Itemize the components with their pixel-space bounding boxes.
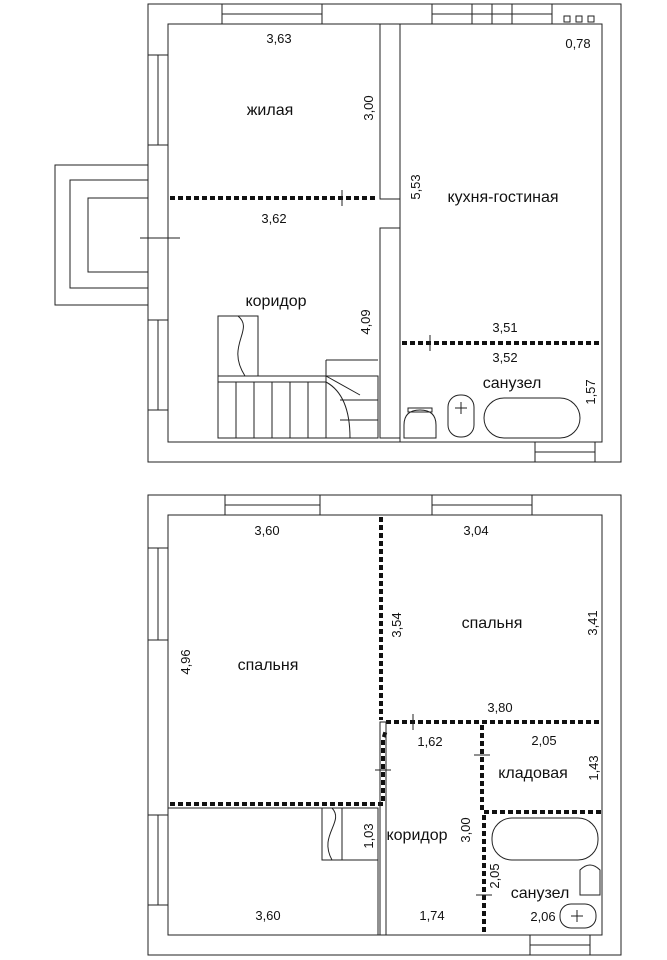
vent-icon <box>587 15 595 23</box>
room-label-kitchen: кухня-гостиная <box>447 189 558 206</box>
floor1-bathtub <box>483 397 581 439</box>
dim-label: 3,00 <box>361 95 376 120</box>
dim-label: 3,54 <box>389 612 404 637</box>
room-label-corridor: коридор <box>386 827 447 844</box>
dim-label: 3,80 <box>487 700 512 715</box>
dim-label: 5,53 <box>408 174 423 199</box>
room-label-corridor: коридор <box>245 293 306 310</box>
dim-label: 4,96 <box>178 649 193 674</box>
dim-label: 3,60 <box>254 523 279 538</box>
dim-label: 3,04 <box>463 523 488 538</box>
floor1-sink <box>447 394 475 438</box>
dim-label: 3,51 <box>492 320 517 335</box>
floor1-outer-wall <box>147 3 622 463</box>
dim-label: 1,03 <box>361 823 376 848</box>
dim-label: 1,74 <box>419 908 444 923</box>
dim-label: 3,00 <box>458 817 473 842</box>
dim-label: 3,60 <box>255 908 280 923</box>
vent-icon <box>575 15 583 23</box>
floor2-partition <box>379 721 387 936</box>
dim-label: 0,78 <box>565 36 590 51</box>
floor2-sink <box>559 903 597 929</box>
floor-2: спальня спальня кладовая коридор санузел… <box>147 494 622 956</box>
stair-opening <box>321 807 379 861</box>
room-label-bathroom: санузел <box>511 885 570 902</box>
room-label-bedroom-left: спальня <box>238 657 299 674</box>
room-label-bedroom-right: спальня <box>462 615 523 632</box>
dim-label: 3,62 <box>261 211 286 226</box>
dim-label: 2,05 <box>487 863 502 888</box>
dim-label: 2,06 <box>530 909 555 924</box>
dim-label: 3,41 <box>585 610 600 635</box>
dim-label: 1,43 <box>586 755 601 780</box>
floor2-outer-wall <box>147 494 622 956</box>
dim-label: 3,52 <box>492 350 517 365</box>
floor2-bathtub <box>491 817 599 861</box>
dim-label: 3,63 <box>266 31 291 46</box>
entrance-porch <box>54 164 180 306</box>
floor1-toilet <box>403 407 437 439</box>
dim-label: 1,57 <box>583 379 598 404</box>
dim-label: 1,62 <box>417 734 442 749</box>
floor2-toilet <box>579 864 601 896</box>
vent-icon <box>563 15 571 23</box>
partition-living-kitchen <box>379 23 401 200</box>
room-label-storage: кладовая <box>498 765 568 782</box>
floor2-dashed-wall-bedroom <box>170 729 388 806</box>
floor2-inner-wall <box>167 514 603 936</box>
staircase <box>217 315 379 439</box>
room-label-bathroom: санузел <box>483 375 542 392</box>
dim-label: 4,09 <box>358 309 373 334</box>
room-label-living: жилая <box>247 102 294 119</box>
partition-corridor-kitchen <box>379 227 401 439</box>
dim-label: 2,05 <box>531 733 556 748</box>
floor-1: жилая кухня-гостиная коридор санузел 3,6… <box>54 3 622 463</box>
